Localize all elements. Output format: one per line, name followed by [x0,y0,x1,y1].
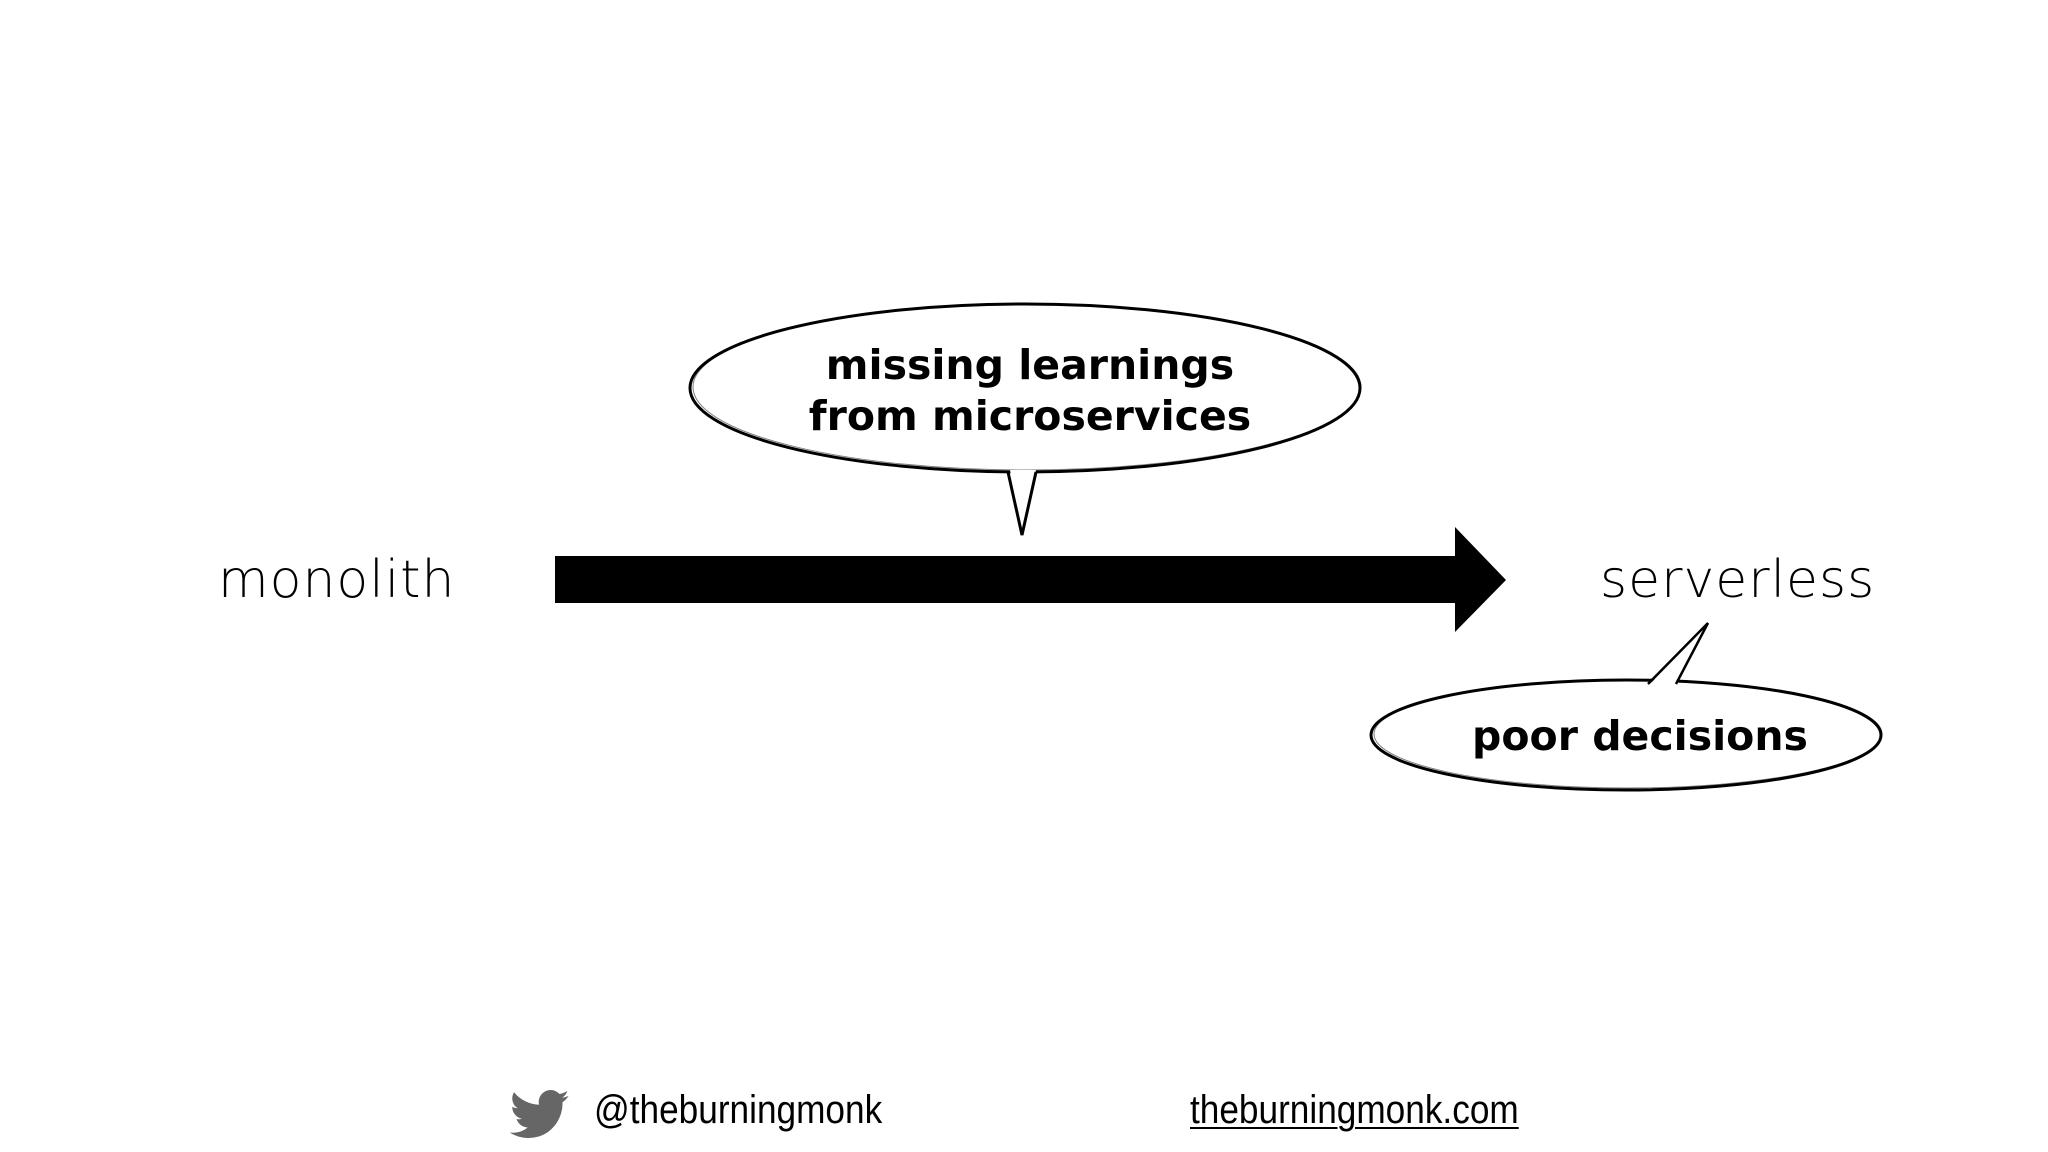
callout-top-text: missing learnings from microservices [760,340,1300,443]
node-serverless: serverless [1600,550,1876,610]
callout-top-line-1: missing learnings [825,341,1235,389]
speech-bubble-top [688,302,1362,536]
callout-bottom-text: poor decisions [1472,712,1808,760]
arrow-head [1455,527,1506,632]
node-monolith: monolith [218,550,456,610]
speech-bubble-bottom [1369,622,1883,792]
website-link[interactable]: theburningmonk.com [1190,1088,1519,1132]
twitter-bird-icon [510,1090,569,1138]
arrow-shaft [555,556,1461,603]
twitter-handle: @theburningmonk [594,1088,883,1132]
callout-top-line-2: from microservices [808,392,1252,441]
progression-arrow [555,527,1506,632]
